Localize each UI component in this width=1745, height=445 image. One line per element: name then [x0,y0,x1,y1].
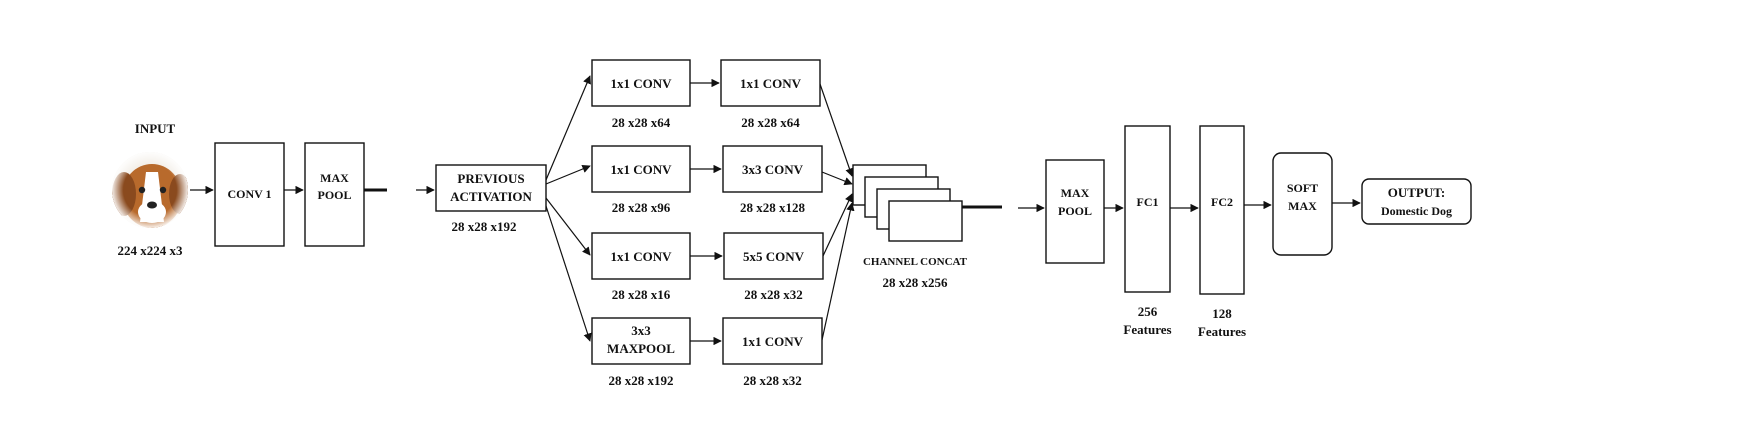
maxpool2-label-line2: POOL [1058,204,1092,218]
dog-image [112,152,188,228]
branch3-conv-a-label: 1x1 CONV [610,249,672,264]
previous-activation-label-line2: ACTIVATION [450,189,532,204]
channel-concat-dims: 28 x28 x256 [883,275,949,290]
conv1-label: CONV 1 [227,187,271,201]
branch3-conv-b-dims: 28 x28 x32 [744,287,803,302]
branch4-maxpool-label-line2: MAXPOOL [607,341,675,356]
branch4-maxpool-dims: 28 x28 x192 [609,373,674,388]
branch1-conv-b-label: 1x1 CONV [740,76,802,91]
output-label-line1: OUTPUT: [1388,185,1446,200]
branch1-conv-a-box [591,59,691,107]
branch4-maxpool-box [591,317,691,365]
branch2-conv-b-dims: 28 x28 x128 [740,200,806,215]
fc1-label: FC1 [1137,195,1159,209]
input-dims: 224 x224 x3 [118,243,184,258]
softmax-label-line2: MAX [1288,199,1317,213]
branch2-conv-b-box [722,145,823,193]
output-label-line2: Domestic Dog [1381,204,1452,218]
branch1-conv-a-label: 1x1 CONV [610,76,672,91]
maxpool1-label-line2: POOL [317,188,351,202]
maxpool2-label-line1: MAX [1061,186,1090,200]
maxpool1-label-line1: MAX [320,171,349,185]
channel-concat-stack [852,164,963,242]
fc1-feature-unit: Features [1123,322,1171,337]
branch2-conv-a-dims: 28 x28 x96 [612,200,671,215]
fc2-box [1199,125,1245,295]
branch4-conv-b-box [722,317,823,365]
branch2-conv-b-label: 3x3 CONV [742,162,804,177]
softmax-box [1272,152,1333,256]
previous-activation-label-line1: PREVIOUS [457,171,524,186]
branch1-conv-b-box [720,59,821,107]
maxpool1-box [304,142,365,247]
branch4-conv-b-label: 1x1 CONV [742,334,804,349]
output-box [1361,178,1472,225]
maxpool2-box [1045,159,1105,264]
fc2-feature-count: 128 [1212,306,1232,321]
previous-activation-dims: 28 x28 x192 [452,219,517,234]
branch2-conv-a-label: 1x1 CONV [610,162,672,177]
fc2-label: FC2 [1211,195,1233,209]
branch3-conv-b-box [723,232,824,280]
previous-activation-box [435,164,547,212]
branch1-conv-b-dims: 28 x28 x64 [741,115,800,130]
branch4-maxpool-label-line1: 3x3 [631,323,651,338]
fc1-feature-count: 256 [1138,304,1158,319]
fc1-box [1124,125,1171,293]
branch1-conv-a-dims: 28 x28 x64 [612,115,671,130]
input-title: INPUT [135,121,176,136]
channel-concat-label: CHANNEL CONCAT [863,256,968,268]
softmax-label-line1: SOFT [1287,181,1318,195]
conv1-box [214,142,285,247]
branch3-conv-a-dims: 28 x28 x16 [612,287,671,302]
branch3-conv-a-box [591,232,691,280]
branch4-conv-b-dims: 28 x28 x32 [743,373,802,388]
branch3-conv-b-label: 5x5 CONV [743,249,805,264]
fc2-feature-unit: Features [1198,324,1246,339]
